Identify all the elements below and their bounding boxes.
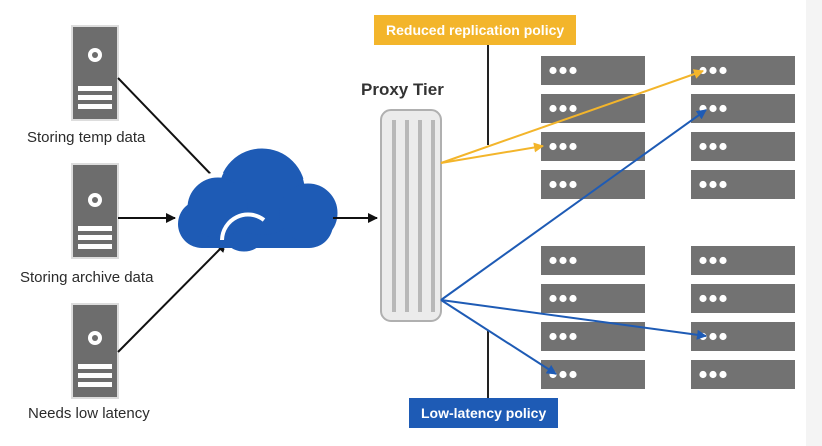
- server-icon: [71, 303, 119, 399]
- low-latency-arrow: [440, 299, 707, 340]
- storage-node-icon: [691, 170, 795, 199]
- client-label-temp: Storing temp data: [27, 129, 146, 146]
- proxy-tier-icon: [380, 109, 442, 322]
- storage-node-icon: [541, 56, 645, 85]
- storage-node-icon: [691, 246, 795, 275]
- storage-node-icon: [541, 170, 645, 199]
- page-edge: [806, 0, 822, 446]
- storage-node-icon: [541, 284, 645, 313]
- storage-node-icon: [691, 132, 795, 161]
- arrow-temp-to-cloud: [117, 77, 227, 191]
- server-icon: [71, 25, 119, 121]
- reduced-replication-arrow: [440, 142, 544, 164]
- storage-node-icon: [691, 94, 795, 123]
- reduced-replication-policy-badge: Reduced replication policy: [374, 15, 577, 45]
- cloud-icon: [178, 143, 343, 257]
- storage-node-icon: [691, 322, 795, 351]
- client-label-latency: Needs low latency: [28, 405, 150, 422]
- storage-node-icon: [541, 322, 645, 351]
- storage-node-icon: [541, 246, 645, 275]
- low-latency-policy-badge: Low-latency policy: [409, 398, 559, 428]
- low-latency-arrow: [440, 299, 557, 375]
- storage-node-icon: [691, 56, 795, 85]
- low-latency-arrow: [440, 109, 707, 301]
- storage-node-icon: [541, 132, 645, 161]
- arrow-latency-to-cloud: [117, 242, 227, 353]
- server-icon: [71, 163, 119, 259]
- storage-node-icon: [541, 360, 645, 389]
- proxy-tier-label: Proxy Tier: [361, 80, 444, 99]
- reduced-replication-arrow: [440, 69, 704, 164]
- storage-node-icon: [691, 284, 795, 313]
- client-label-archive: Storing archive data: [20, 269, 154, 286]
- storage-cluster: [541, 56, 795, 389]
- storage-node-icon: [691, 360, 795, 389]
- storage-node-icon: [541, 94, 645, 123]
